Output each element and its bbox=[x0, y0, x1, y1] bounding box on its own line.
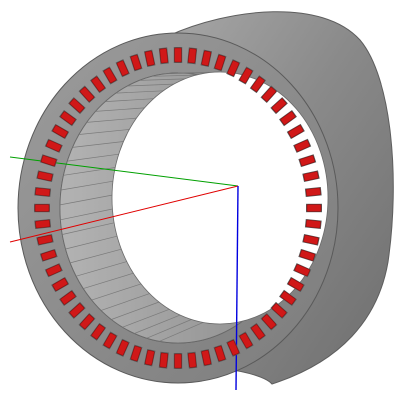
lamination-line bbox=[78, 129, 130, 135]
z-axis-line bbox=[235, 185, 239, 391]
winding-coil bbox=[130, 54, 142, 71]
lamination-line bbox=[76, 261, 127, 277]
winding-coil bbox=[201, 350, 212, 366]
winding-coil bbox=[271, 303, 287, 318]
lamination-line bbox=[127, 83, 174, 87]
lamination-line bbox=[60, 208, 113, 221]
lamination-line bbox=[111, 301, 160, 320]
winding-coil bbox=[159, 48, 169, 64]
winding-coil bbox=[69, 303, 85, 318]
winding-coil bbox=[305, 187, 321, 197]
lamination-line bbox=[65, 235, 118, 250]
winding-coil bbox=[91, 324, 105, 340]
winding-coil bbox=[251, 76, 265, 92]
winding-coil bbox=[40, 249, 57, 261]
lamination-line bbox=[91, 283, 142, 301]
winding-coil bbox=[294, 139, 310, 152]
winding-coil bbox=[239, 332, 253, 349]
winding-coil bbox=[187, 352, 197, 368]
winding-coil bbox=[306, 204, 322, 212]
winding-coil bbox=[116, 60, 129, 76]
winding-coil bbox=[60, 111, 76, 125]
lamination-line bbox=[116, 90, 164, 94]
lamination-line bbox=[159, 322, 204, 342]
lamination-line bbox=[61, 180, 114, 191]
winding-coil bbox=[214, 54, 226, 71]
winding-coil bbox=[34, 204, 50, 212]
winding-coil bbox=[144, 350, 155, 366]
winding-coil bbox=[305, 219, 321, 229]
lamination-line bbox=[95, 107, 145, 112]
winding-coil bbox=[288, 125, 304, 138]
winding-coil bbox=[52, 278, 68, 291]
winding-coil bbox=[201, 50, 212, 66]
lamination-line bbox=[122, 308, 170, 328]
winding-coil bbox=[79, 86, 95, 102]
lamination-line bbox=[139, 78, 185, 81]
lamination-line bbox=[83, 272, 134, 289]
winding-coil bbox=[227, 340, 240, 356]
winding-coil bbox=[261, 86, 277, 102]
winding-coil bbox=[130, 345, 142, 362]
winding-coil bbox=[299, 249, 316, 261]
winding-coil bbox=[239, 67, 253, 84]
lamination-line bbox=[62, 222, 115, 235]
lamination-line bbox=[86, 117, 137, 123]
winding-coil bbox=[40, 155, 57, 167]
winding-coil bbox=[79, 314, 95, 330]
winding-coil bbox=[69, 98, 85, 113]
winding-coil bbox=[35, 219, 51, 229]
winding-coil bbox=[35, 187, 51, 197]
winding-coil bbox=[103, 67, 117, 84]
winding-coil bbox=[251, 324, 265, 340]
winding-coil bbox=[46, 139, 62, 152]
winding-coil bbox=[271, 98, 287, 113]
winding-coil bbox=[174, 353, 182, 369]
winding-coil bbox=[37, 234, 53, 245]
lamination-line bbox=[152, 74, 197, 77]
lamination-line bbox=[134, 314, 181, 334]
winding-coil bbox=[116, 340, 129, 356]
winding-coil bbox=[46, 264, 62, 277]
winding-coil bbox=[159, 352, 169, 368]
winding-coil bbox=[303, 171, 319, 182]
lamination-line bbox=[164, 72, 209, 75]
lamination-line bbox=[146, 319, 192, 339]
winding-coil bbox=[91, 76, 105, 92]
lamination-line bbox=[105, 98, 154, 102]
winding-coil bbox=[174, 47, 182, 63]
winding-coil bbox=[37, 171, 53, 182]
winding-coil bbox=[288, 278, 304, 291]
lamination-line bbox=[72, 141, 124, 148]
winding-coil bbox=[261, 314, 277, 330]
winding-coil bbox=[52, 125, 68, 138]
lamination-line bbox=[100, 293, 150, 311]
lamination-line bbox=[70, 248, 122, 264]
lamination-line bbox=[59, 194, 113, 206]
x-axis-line bbox=[9, 185, 239, 243]
winding-coil bbox=[294, 264, 310, 277]
bore-opening bbox=[111, 71, 329, 325]
winding-coil bbox=[214, 345, 226, 362]
winding-coil bbox=[280, 291, 296, 305]
lamination-line bbox=[67, 153, 119, 162]
winding-coil bbox=[299, 155, 316, 167]
lamination-lines bbox=[59, 71, 221, 342]
winding-coil bbox=[280, 111, 296, 125]
winding-coil bbox=[303, 234, 319, 245]
winding-coil bbox=[103, 332, 117, 349]
winding-slots bbox=[34, 47, 322, 369]
winding-coil bbox=[60, 291, 76, 305]
winding-coil bbox=[227, 60, 240, 76]
winding-coil bbox=[187, 48, 197, 64]
winding-coil bbox=[144, 50, 155, 66]
